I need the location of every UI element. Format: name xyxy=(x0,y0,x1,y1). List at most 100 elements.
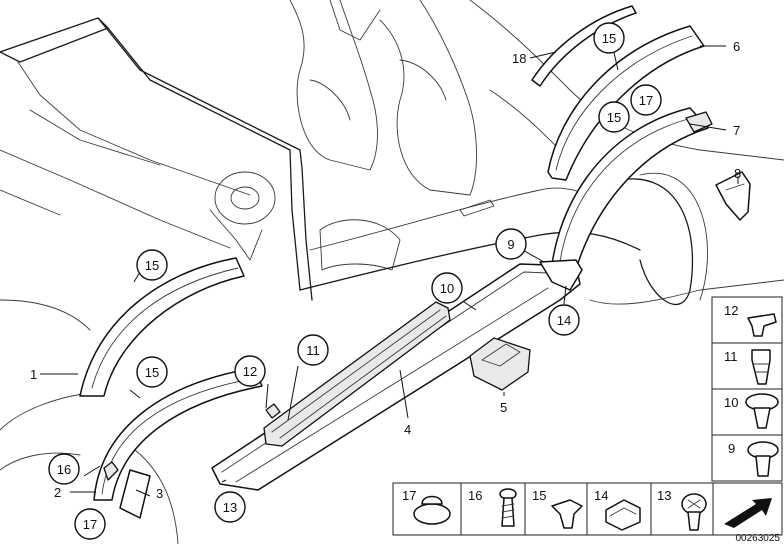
hood-line xyxy=(0,149,231,249)
screw-16-shank xyxy=(501,497,515,527)
callout-label: 1 xyxy=(30,367,37,382)
callout-12: 12 xyxy=(234,355,266,387)
door-belt-line xyxy=(309,187,601,251)
part-4-side-sill xyxy=(211,263,581,491)
legend-label: 9 xyxy=(728,441,735,456)
part-1-front-arch-trim xyxy=(79,257,245,397)
callout-4: 4 xyxy=(404,422,411,437)
door-bottom-line xyxy=(299,231,641,291)
callout-15-lower: 15 xyxy=(136,356,168,388)
dashboard-line-2 xyxy=(29,109,161,166)
callout-14: 14 xyxy=(548,304,580,336)
part-4-lower-edge xyxy=(235,287,549,483)
seat-seam-2 xyxy=(309,79,351,121)
part-5-recess xyxy=(481,343,521,367)
callout-9: 9 xyxy=(495,228,527,260)
legend-label: 14 xyxy=(594,488,608,503)
seat-cushion xyxy=(319,219,401,271)
callout-8: 8 xyxy=(734,166,741,181)
legend-cell xyxy=(711,342,783,390)
callout-label: 8 xyxy=(734,166,741,181)
clip-11-icon xyxy=(751,349,771,385)
callout-label: 10 xyxy=(440,281,454,296)
part-1-edge xyxy=(91,267,239,389)
callout-label: 11 xyxy=(306,343,320,358)
rivet-10-stem xyxy=(753,407,771,429)
callout-label: 13 xyxy=(223,500,237,515)
callout-15-left: 15 xyxy=(136,249,168,281)
part-7-clip xyxy=(685,111,713,133)
part-8-end-cap xyxy=(715,171,751,221)
callout-label: 3 xyxy=(156,486,163,501)
bottom-fastener-legend: 17 16 15 14 13 xyxy=(392,482,783,536)
front-fender-curve xyxy=(0,299,91,331)
part-10-edge-2 xyxy=(279,315,447,439)
front-wheel-arch xyxy=(0,391,101,431)
drawing-number: 00263025 xyxy=(736,533,781,544)
a-pillar-outer xyxy=(301,167,313,301)
grommet-17-icon xyxy=(413,503,451,525)
callout-label: 6 xyxy=(733,39,740,54)
steering-hub xyxy=(230,186,260,210)
front-bumper-line xyxy=(0,452,81,471)
callout-label: 17 xyxy=(639,93,653,108)
part-12-bracket xyxy=(265,403,281,419)
callout-2: 2 xyxy=(54,485,61,500)
hood-line-2 xyxy=(0,189,61,216)
rear-sill-line xyxy=(589,279,784,305)
legend-label: 15 xyxy=(532,488,546,503)
part-3-bracket xyxy=(119,469,151,519)
callout-1: 1 xyxy=(30,367,37,382)
clip-11-ridges xyxy=(753,363,769,373)
callout-10: 10 xyxy=(431,272,463,304)
callout-label: 2 xyxy=(54,485,61,500)
part-10-sill-rail xyxy=(263,301,451,447)
legend-label: 13 xyxy=(657,488,671,503)
callout-17-left: 16 xyxy=(48,453,80,485)
windshield-frame-right xyxy=(97,17,303,169)
legend-label: 16 xyxy=(468,488,482,503)
windshield-top-frame xyxy=(0,17,109,63)
callout-label: 4 xyxy=(404,422,411,437)
callout-17-top: 17 xyxy=(630,84,662,116)
part-6-edge xyxy=(555,35,693,171)
steering-wheel xyxy=(214,171,276,225)
callout-label: 12 xyxy=(243,364,257,379)
legend-cell xyxy=(712,482,783,536)
a-pillar xyxy=(289,149,301,291)
front-tyre xyxy=(134,449,179,544)
clip-14-fold xyxy=(609,507,637,517)
callout-label: 9 xyxy=(507,237,514,252)
seat-seam xyxy=(399,59,447,101)
legend-label: 10 xyxy=(724,395,738,410)
dashboard-line xyxy=(17,61,251,196)
seat-back-left xyxy=(289,0,378,171)
callout-label: 15 xyxy=(607,110,621,125)
callout-3: 3 xyxy=(156,486,163,501)
part-10-edge xyxy=(271,309,441,433)
part-3-clip xyxy=(103,461,119,481)
callout-15-mid: 15 xyxy=(598,101,630,133)
callout-label: 7 xyxy=(733,123,740,138)
part-8-edge xyxy=(725,183,745,191)
callout-15-top: 15 xyxy=(593,22,625,54)
legend-cell xyxy=(711,434,783,482)
rivet-13-cross xyxy=(687,499,701,509)
clip-14-icon xyxy=(605,499,641,531)
part-7-edge xyxy=(557,117,693,285)
legend-label: 17 xyxy=(402,488,416,503)
screw-16-thread xyxy=(501,503,515,519)
part-5-jack-pad xyxy=(469,337,531,391)
windshield-inner-edge xyxy=(107,27,291,151)
rivet-9-stem xyxy=(755,455,771,477)
callout-label: 17 xyxy=(83,517,97,532)
rear-wheel-arch xyxy=(619,178,694,305)
part-14-end-piece xyxy=(539,259,583,291)
callout-label: 15 xyxy=(145,258,159,273)
rivet-13-stem xyxy=(687,511,701,531)
door-handle xyxy=(459,199,495,217)
headrest-left xyxy=(329,0,381,41)
rear-tyre xyxy=(639,172,708,301)
